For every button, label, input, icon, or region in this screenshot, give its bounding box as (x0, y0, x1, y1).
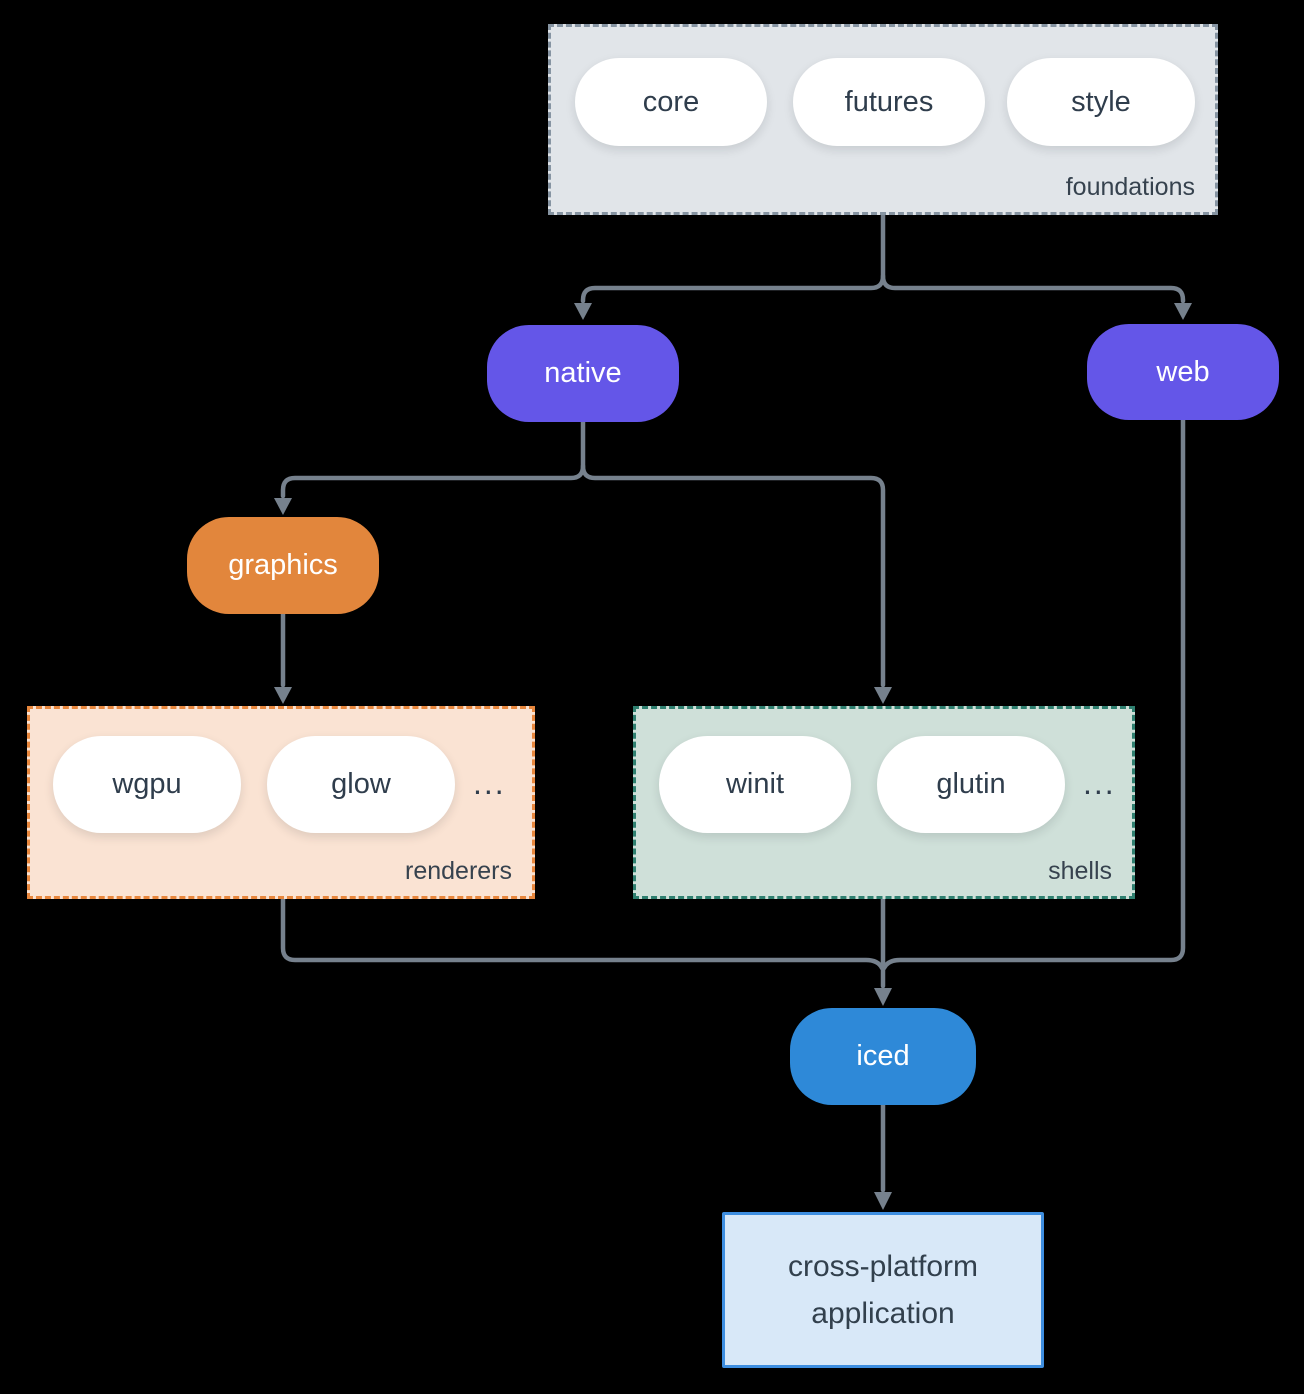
edge-renderers-to-merge (280, 896, 885, 971)
group-foundations: core futures style foundations (548, 24, 1218, 215)
arrowhead-into-renderers (274, 687, 292, 704)
pill-glow: glow (267, 736, 455, 833)
renderers-ellipsis: ... (473, 765, 506, 801)
node-iced-label: iced (856, 1040, 910, 1072)
edge-foundations-to-web (880, 273, 1186, 304)
node-graphics: graphics (187, 517, 379, 614)
edge-native-to-shells (580, 463, 886, 688)
arrowhead-into-application (874, 1192, 892, 1210)
foundations-label: foundations (1065, 173, 1195, 201)
node-native-label: native (544, 357, 622, 389)
edge-foundations-to-native (580, 212, 886, 304)
arrowhead-into-graphics (274, 498, 292, 515)
node-native: native (487, 325, 679, 422)
pill-wgpu: wgpu (53, 736, 241, 833)
group-renderers: wgpu glow ... renderers (27, 706, 535, 899)
shells-ellipsis: ... (1083, 765, 1116, 801)
pill-futures: futures (793, 58, 985, 146)
arrowhead-into-shells (874, 687, 892, 704)
pill-core: core (575, 58, 767, 146)
arrowhead-into-web (1174, 303, 1192, 320)
node-web: web (1087, 324, 1279, 420)
arrowhead-into-native (574, 303, 592, 320)
edge-web-to-merge (881, 417, 1186, 971)
pill-style: style (1007, 58, 1195, 146)
arrowhead-into-iced (874, 988, 892, 1006)
group-shells: winit glutin ... shells (633, 706, 1135, 899)
renderers-label: renderers (405, 857, 512, 885)
edge-native-to-graphics (280, 419, 586, 499)
node-iced: iced (790, 1008, 976, 1105)
node-application: cross-platform application (722, 1212, 1044, 1368)
application-label-line2: application (811, 1297, 955, 1330)
node-graphics-label: graphics (228, 549, 338, 581)
pill-winit: winit (659, 736, 851, 833)
pill-glutin: glutin (877, 736, 1065, 833)
node-web-label: web (1156, 355, 1210, 388)
shells-label: shells (1048, 857, 1112, 885)
application-label-line1: cross-platform (787, 1250, 979, 1283)
